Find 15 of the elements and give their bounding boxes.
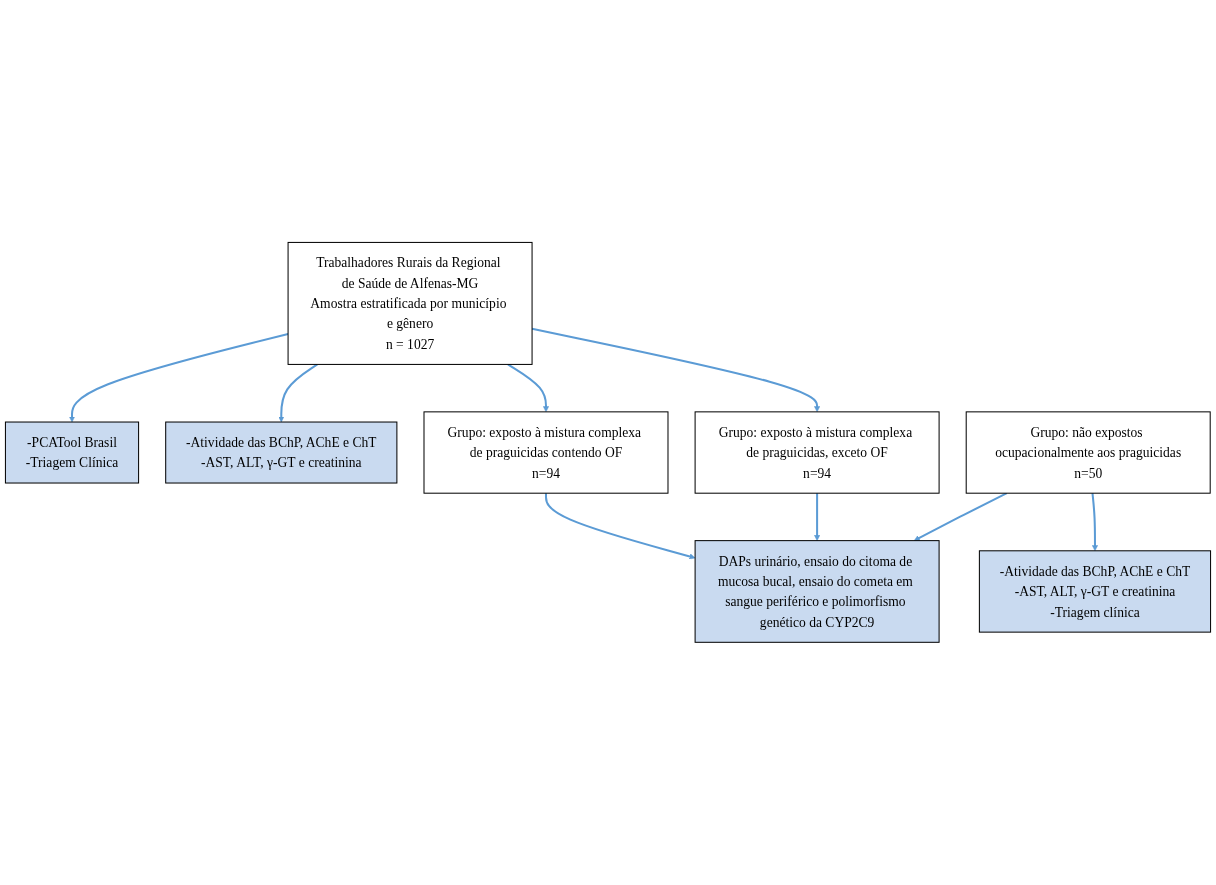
arrow	[913, 492, 1008, 542]
arrow	[1091, 493, 1098, 552]
arrow	[278, 363, 318, 423]
arrow	[544, 493, 696, 560]
node-box: -Atividade das BChP, AChE e ChT -AST, ALT, γ-GT e creatinina	[165, 421, 398, 484]
arrow	[814, 493, 821, 542]
arrow	[69, 333, 289, 423]
node-box: Grupo: exposto à mistura complexa de praguicidas, exceto OF n=94	[694, 411, 940, 494]
node-box: DAPs urinário, ensaio do citoma de mucosa bucal, ensaio do cometa em sangue periférico e polimorfismo genético da CYP2C9	[694, 540, 940, 643]
node-box: Trabalhadores Rurais da Regional de Saúde de Alfenas-MG Amostra estratificada por município e gênero n = 1027	[287, 242, 533, 366]
arrow	[507, 363, 549, 413]
node-box: -Atividade das BChP, AChE e ChT -AST, ALT, γ-GT e creatinina -Triagem clínica	[978, 550, 1212, 633]
node-box: Grupo: exposto à mistura complexa de praguicidas contendo OF n=94	[423, 411, 669, 494]
node-box: Grupo: não expostos ocupacionalmente aos praguicidas n=50	[965, 411, 1211, 494]
node-box: -PCATool Brasil -Triagem Clínica	[4, 421, 140, 484]
